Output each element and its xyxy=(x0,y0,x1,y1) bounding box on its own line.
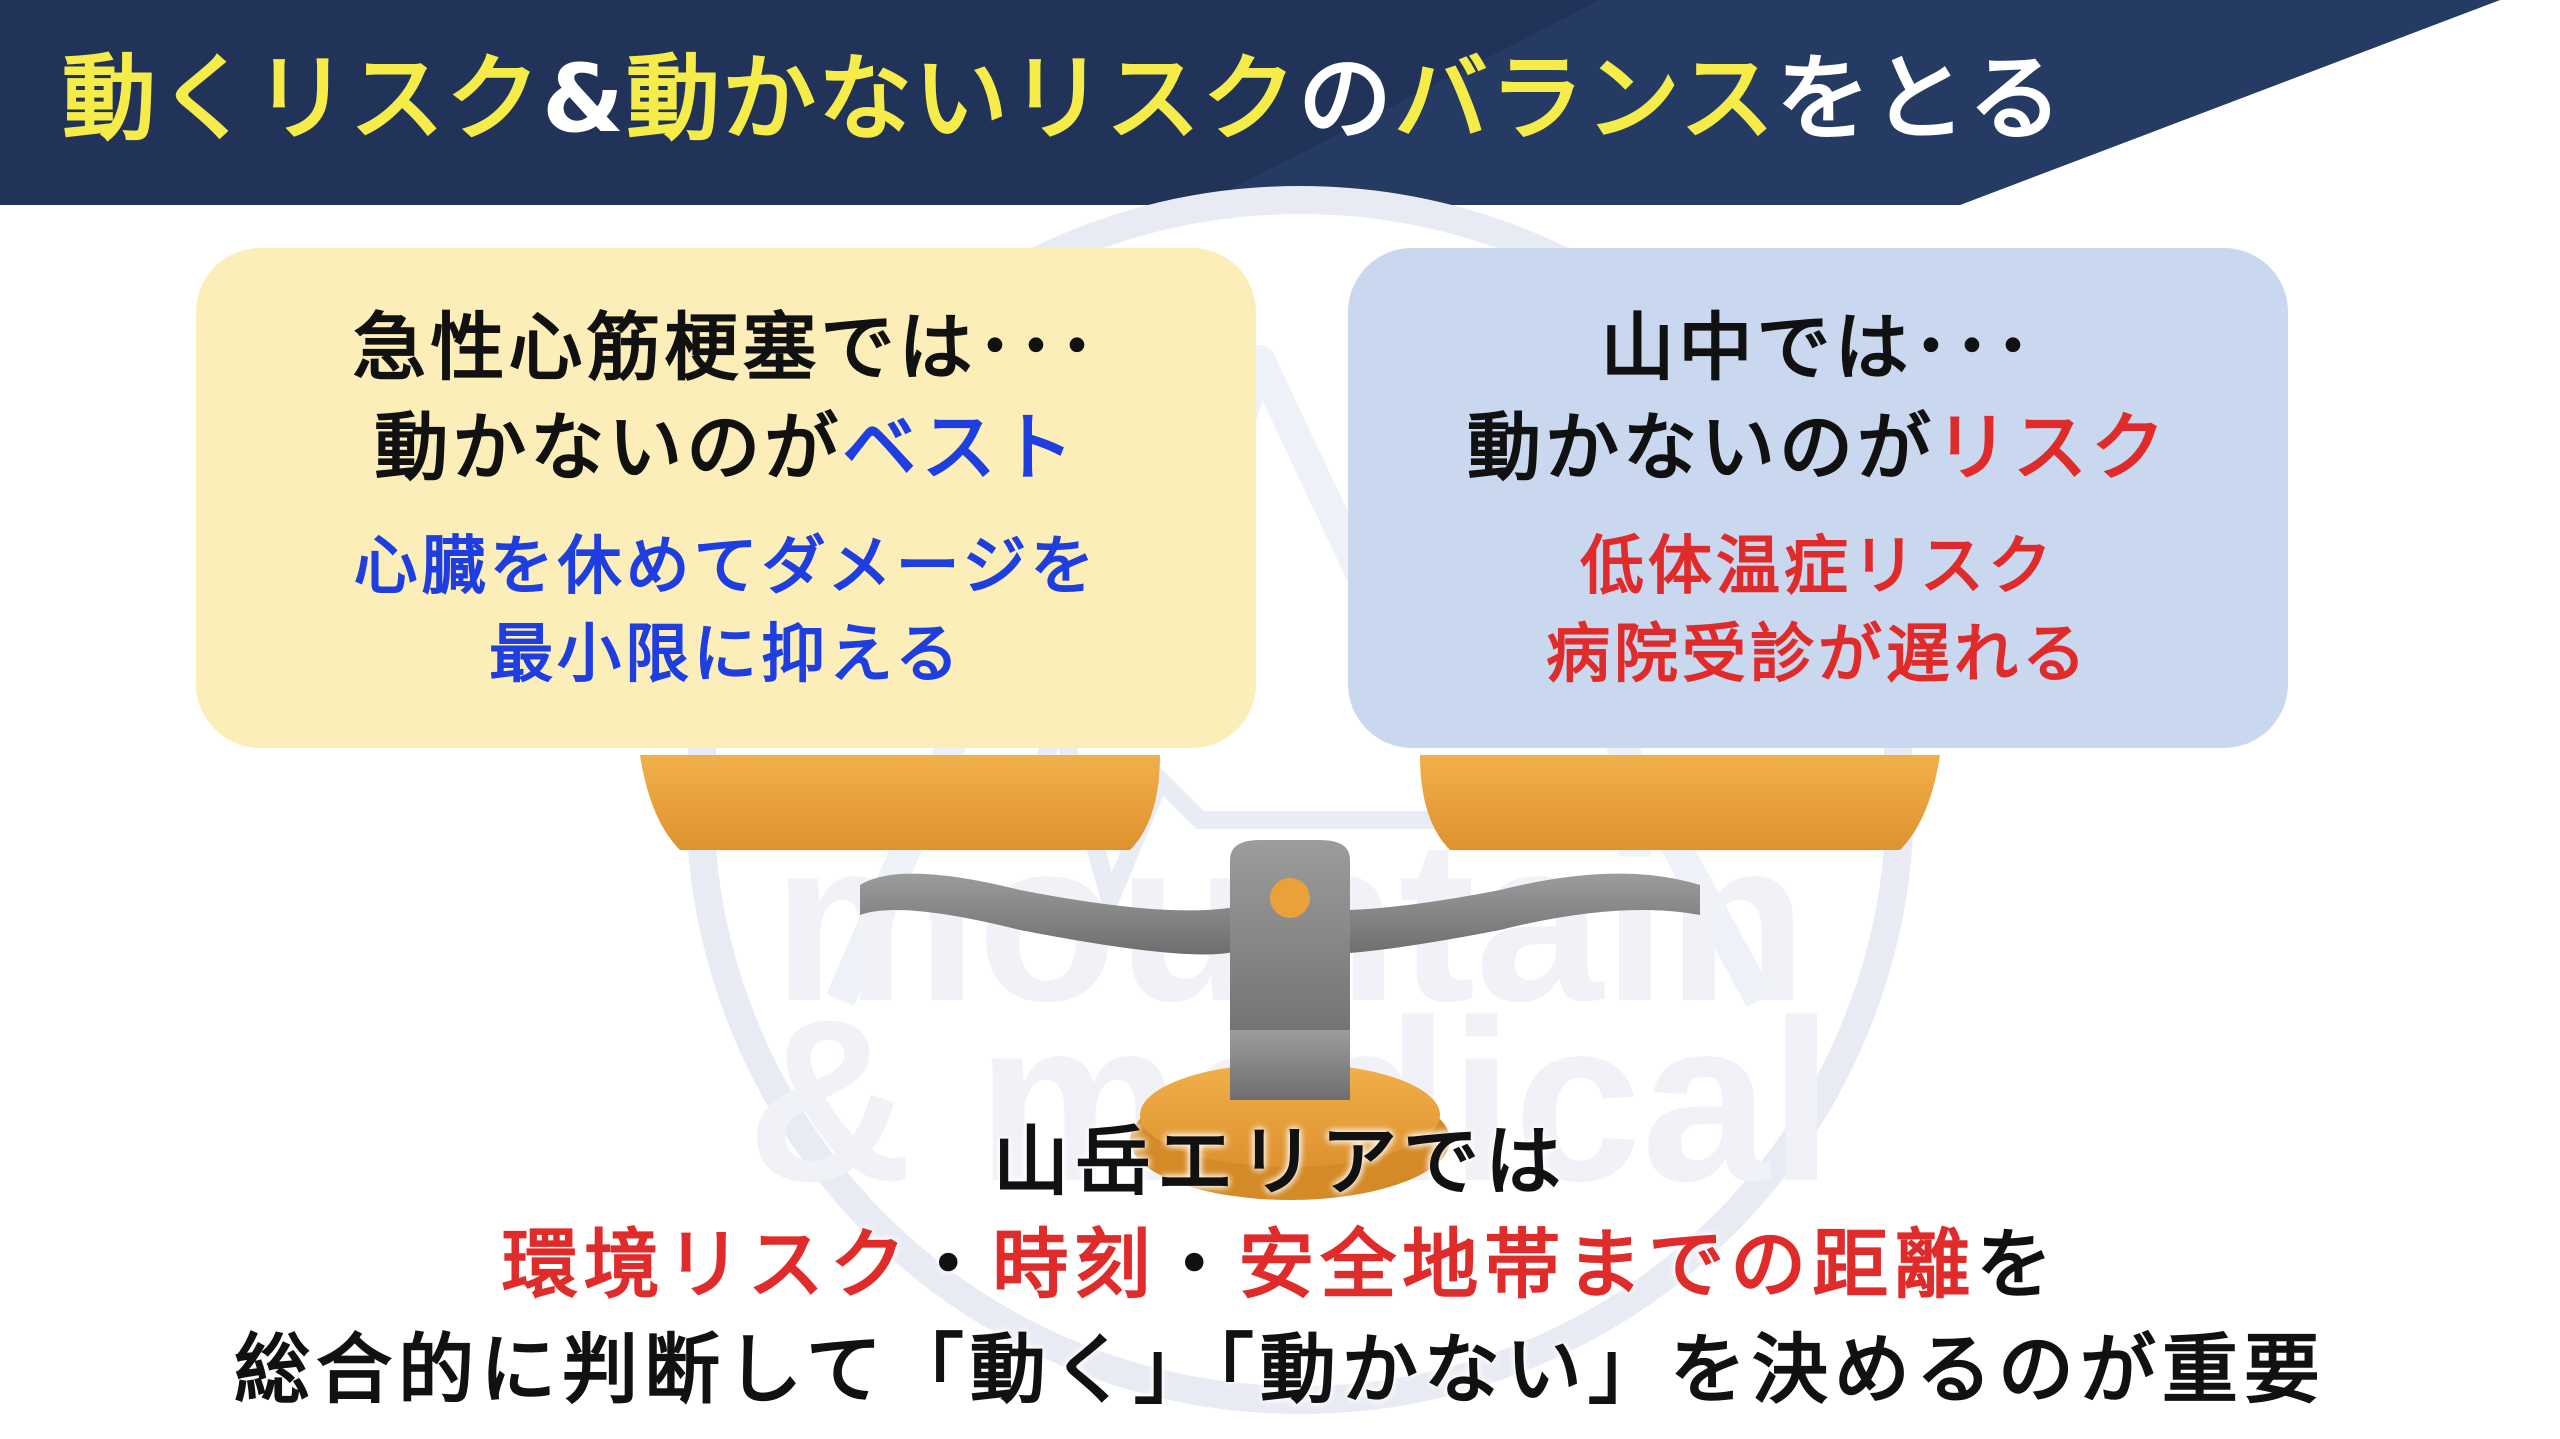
left-box-heading: 急性心筋梗塞では･･･ xyxy=(352,305,1100,391)
scale-base xyxy=(1140,1063,1440,1167)
right-box-statement-prefix: 動かないのが xyxy=(1467,405,1935,491)
left-box-highlight: ベスト xyxy=(842,405,1078,491)
scale-right-pan xyxy=(1420,755,1940,850)
conclusion-factor-distance: 安全地帯までの距離 xyxy=(1238,1220,1977,1309)
left-box-statement: 動かないのがベスト xyxy=(196,398,1256,498)
right-box-highlight: リスク xyxy=(1935,405,2169,491)
left-box-detail-1: 心臓を休めてダメージを xyxy=(353,530,1099,604)
title-part-6: をとる xyxy=(1776,45,2065,154)
scale-pivot xyxy=(1270,878,1310,918)
scale-post xyxy=(1230,840,1350,1060)
right-box-statement: 動かないのがリスク xyxy=(1348,398,2288,498)
left-box-detail-2: 最小限に抑える xyxy=(488,618,964,692)
title-part-5: バランス xyxy=(1394,45,1777,154)
scale-left-pan xyxy=(640,755,1160,850)
conclusion-separator-1: ・ xyxy=(910,1220,993,1309)
right-box-detail-1: 低体温症リスク xyxy=(1580,530,2056,604)
conclusion-factor-environment: 環境リスク xyxy=(501,1220,911,1309)
title-part-2: & xyxy=(542,45,626,154)
title-part-1: 動くリスク xyxy=(62,45,543,154)
conclusion-line-3: 総合的に判断して「動く」「動かない」を決めるのが重要 xyxy=(234,1325,2326,1414)
right-info-box: 山中では･･･ 動かないのがリスク 低体温症リスク 病院受診が遅れる xyxy=(1348,248,2288,748)
conclusion-particle: を xyxy=(1976,1220,2059,1309)
title-part-4: の xyxy=(1298,45,1395,154)
left-info-box: 急性心筋梗塞では･･･ 動かないのがベスト 心臓を休めてダメージを 最小限に抑え… xyxy=(196,248,1256,748)
title-part-3: 動かないリスク xyxy=(626,45,1299,154)
conclusion-factor-time: 時刻 xyxy=(992,1220,1157,1309)
conclusion-separator-2: ・ xyxy=(1156,1220,1239,1309)
left-box-statement-prefix: 動かないのが xyxy=(374,405,843,491)
right-box-detail-2: 病院受診が遅れる xyxy=(1546,618,2090,692)
conclusion-line-2: 環境リスク・時刻・安全地帯までの距離を xyxy=(0,1213,2560,1317)
page-title: 動くリスク&動かないリスクのバランスをとる xyxy=(62,40,2064,160)
right-box-heading: 山中では･･･ xyxy=(1600,305,2036,391)
conclusion-line-1: 山岳エリアでは xyxy=(993,1117,1567,1206)
scale-post-lower xyxy=(1230,1030,1350,1100)
